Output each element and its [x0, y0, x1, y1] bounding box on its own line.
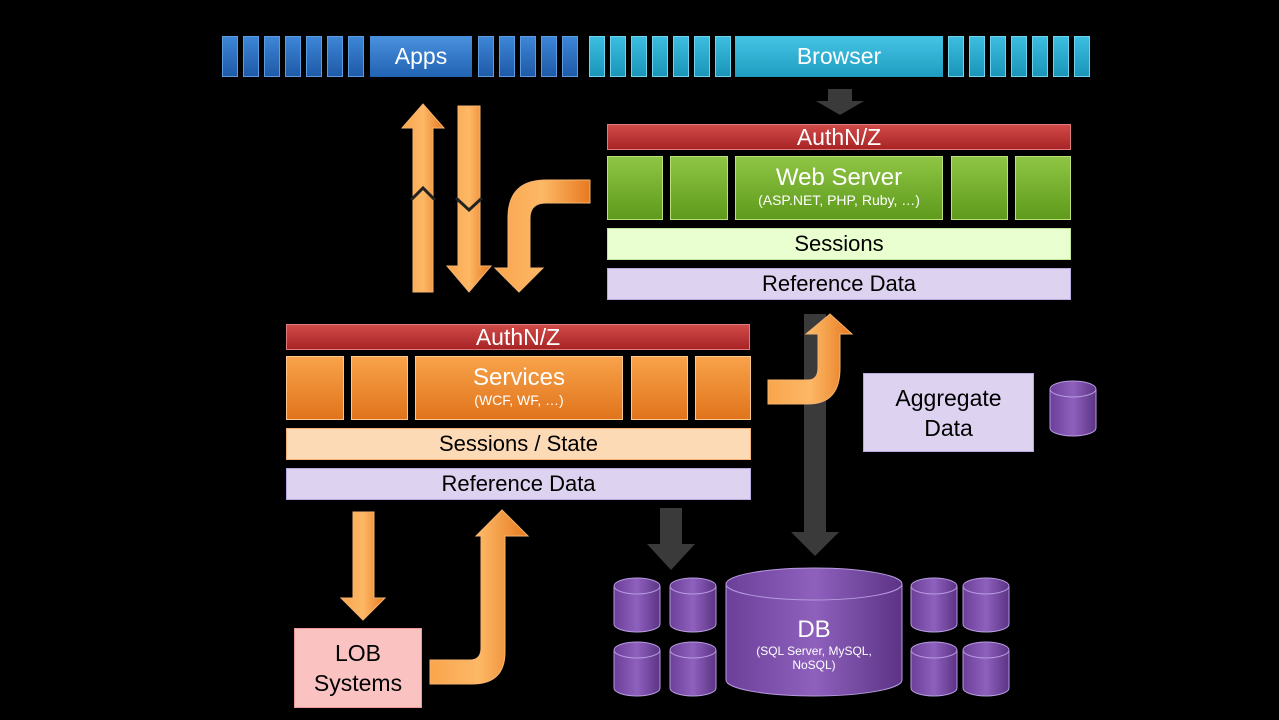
web-auth-bar: AuthN/Z [607, 124, 1071, 150]
arrow-services-to-web [767, 313, 854, 405]
db-title: DB [797, 616, 831, 643]
web-server-slot [1015, 156, 1071, 220]
arrow-lob-to-services [429, 509, 530, 685]
browser-segment [1074, 36, 1090, 77]
db-cylinder [910, 577, 958, 633]
browser-segment [1053, 36, 1069, 77]
aggregate-cylinder [1049, 380, 1097, 437]
service-slot [286, 356, 344, 420]
top-bar: Apps Browser [222, 36, 1090, 77]
arrow-services-to-lob [339, 511, 387, 621]
db-main-cylinder [725, 567, 903, 697]
browser-segment [990, 36, 1006, 77]
web-sessions-bar: Sessions [607, 228, 1071, 260]
apps-segment [562, 36, 578, 77]
db-cylinder [669, 641, 717, 697]
browser-segment [969, 36, 985, 77]
apps-segment [327, 36, 343, 77]
apps-segment [285, 36, 301, 77]
arrow-down-from-apps [445, 105, 493, 293]
browser-segment [948, 36, 964, 77]
service-auth-bar: AuthN/Z [286, 324, 750, 350]
web-server-slot [951, 156, 1008, 220]
apps-segment [499, 36, 515, 77]
chevron-mark [409, 185, 437, 202]
apps-segment [520, 36, 536, 77]
web-server-slot [670, 156, 728, 220]
arrow-browser-to-web [816, 89, 864, 115]
lob-systems-box: LOB Systems [294, 628, 422, 708]
apps-segment [348, 36, 364, 77]
service-slot [695, 356, 751, 420]
apps-segment [243, 36, 259, 77]
browser-segment [1032, 36, 1048, 77]
arrow-up-to-apps [400, 103, 446, 293]
browser-segment [652, 36, 668, 77]
browser-segment [631, 36, 647, 77]
service-sessions-bar: Sessions / State [286, 428, 751, 460]
db-cylinder [613, 577, 661, 633]
browser-segment [1011, 36, 1027, 77]
db-subtitle-line1: (SQL Server, MySQL, [756, 644, 872, 658]
web-server-box: Web Server (ASP.NET, PHP, Ruby, …) [735, 156, 943, 220]
web-server-title: Web Server [775, 164, 903, 191]
db-cylinder [962, 577, 1010, 633]
web-server-subtitle: (ASP.NET, PHP, Ruby, …) [758, 192, 920, 208]
db-cylinder [910, 641, 958, 697]
aggregate-label-line1: Aggregate [895, 384, 1002, 411]
service-slot [351, 356, 408, 420]
db-cylinder [613, 641, 661, 697]
browser-segment [673, 36, 689, 77]
apps-segment [541, 36, 557, 77]
apps-segment [478, 36, 494, 77]
aggregate-label-line2: Data [924, 414, 973, 441]
web-server-slot [607, 156, 663, 220]
aggregate-data-box: Aggregate Data [863, 373, 1034, 452]
service-slot [631, 356, 688, 420]
arrow-web-to-services [493, 179, 591, 293]
browser-segment [610, 36, 626, 77]
browser-segment [589, 36, 605, 77]
apps-segment [306, 36, 322, 77]
apps-segment [264, 36, 280, 77]
services-subtitle: (WCF, WF, …) [474, 392, 564, 408]
services-title: Services [472, 364, 566, 391]
arrow-web-to-db [791, 314, 839, 556]
db-cylinder [962, 641, 1010, 697]
lob-label-line1: LOB [334, 640, 382, 666]
lob-label-line2: Systems [313, 670, 403, 696]
db-label: DB (SQL Server, MySQL, NoSQL) [736, 614, 892, 674]
browser-label: Browser [735, 36, 943, 77]
web-reference-data-bar: Reference Data [607, 268, 1071, 300]
apps-label: Apps [370, 36, 472, 77]
service-reference-data-bar: Reference Data [286, 468, 751, 500]
db-subtitle-line2: NoSQL) [792, 658, 836, 672]
browser-segment [715, 36, 731, 77]
chevron-mark [454, 196, 484, 213]
db-cylinder [669, 577, 717, 633]
services-box: Services (WCF, WF, …) [415, 356, 623, 420]
apps-segment [222, 36, 238, 77]
arrow-services-to-db [647, 508, 695, 570]
browser-segment [694, 36, 710, 77]
